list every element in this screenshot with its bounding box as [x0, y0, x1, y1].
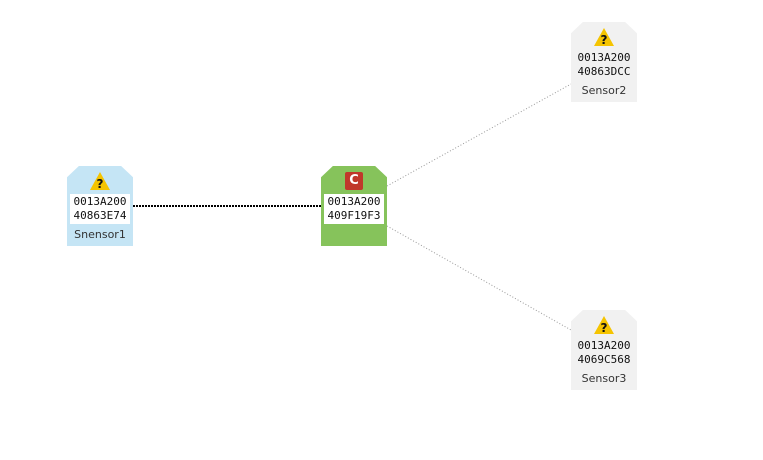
link-coordinator-sensor2: [386, 83, 572, 187]
node-sensor2[interactable]: ? 0013A200 40863DCC Sensor2: [571, 22, 637, 102]
node-label: Sensor3: [581, 372, 627, 385]
svg-text:?: ?: [601, 33, 608, 47]
address-high: 0013A200: [73, 195, 127, 208]
svg-text:?: ?: [97, 177, 104, 191]
address-low: 409F19F3: [327, 209, 381, 222]
address-high: 0013A200: [577, 339, 631, 352]
node-address: 0013A200 40863E74: [70, 194, 130, 224]
unknown-warning-icon: ?: [594, 316, 614, 335]
node-address: 0013A200 409F19F3: [324, 194, 384, 224]
node-coordinator[interactable]: C 0013A200 409F19F3: [321, 166, 387, 246]
svg-text:?: ?: [601, 321, 608, 335]
node-address: 0013A200 40863DCC: [574, 50, 634, 80]
link-coordinator-sensor3: [386, 225, 572, 331]
address-low: 40863E74: [73, 209, 127, 222]
unknown-warning-icon: ?: [594, 28, 614, 47]
coordinator-badge-icon: C: [345, 172, 363, 190]
node-address: 0013A200 4069C568: [574, 338, 634, 368]
node-label: Sensor2: [581, 84, 627, 97]
node-sensor1[interactable]: ? 0013A200 40863E74 Snensor1: [67, 166, 133, 246]
address-high: 0013A200: [577, 51, 631, 64]
node-sensor3[interactable]: ? 0013A200 4069C568 Sensor3: [571, 310, 637, 390]
address-low: 4069C568: [577, 353, 631, 366]
address-high: 0013A200: [327, 195, 381, 208]
node-label: Snensor1: [74, 228, 126, 241]
unknown-warning-icon: ?: [90, 172, 110, 191]
address-low: 40863DCC: [577, 65, 631, 78]
